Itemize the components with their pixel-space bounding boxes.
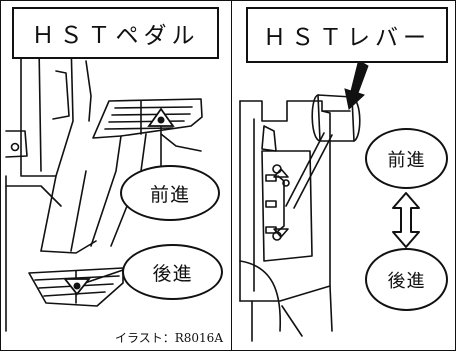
hst-pedal-illustration <box>5 40 203 332</box>
illustration-credit: イラスト：R8016A <box>114 331 223 345</box>
hst-lever-panel: ＨＳＴレバー 前進 後進 <box>231 0 456 351</box>
pedal-forward-label: 前進 <box>120 165 220 221</box>
hst-pedal-panel: ＨＳＴペダル 前進 後進 イラスト：R8016A <box>0 0 232 351</box>
lever-forward-label: 前進 <box>365 128 448 189</box>
lever-reverse-label: 後進 <box>365 248 448 311</box>
hst-lever-illustration <box>239 62 420 342</box>
pedal-reverse-label: 後進 <box>122 244 223 300</box>
hst-lever-title: ＨＳＴレバー <box>246 7 448 63</box>
hst-pedal-title: ＨＳＴペダル <box>12 7 219 59</box>
